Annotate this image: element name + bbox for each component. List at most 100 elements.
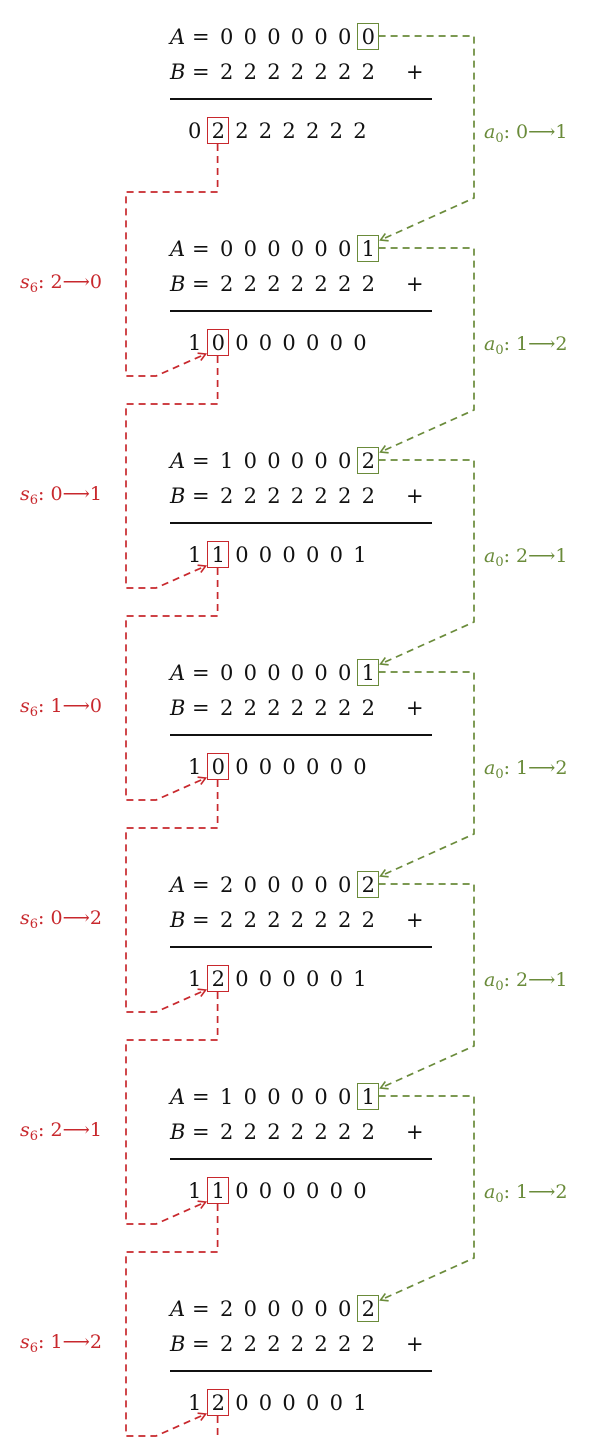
operand-a-digit: 0	[314, 449, 328, 473]
operand-b-digit: 2	[267, 696, 281, 720]
sum-digit: 0	[258, 755, 273, 779]
operand-a-digit: 0	[290, 449, 305, 473]
sum-digit: 0	[329, 1179, 343, 1203]
a0-transition-label-symbol: a	[484, 969, 496, 991]
operand-a-digit: 0	[267, 1297, 281, 1321]
equals-sign: =	[192, 25, 210, 49]
operand-b-digit: 2	[361, 484, 375, 508]
sum-digit: 0	[329, 967, 343, 991]
a0-transition-label: a0: 2⟶1	[484, 544, 567, 575]
highlight-s6-box	[206, 1177, 229, 1204]
operand-a-digit: 2	[361, 1297, 375, 1321]
equals-sign: =	[192, 661, 210, 685]
highlight-s6-box	[206, 329, 229, 356]
sum-digit: 2	[258, 119, 273, 143]
operand-a-digit: 0	[243, 873, 257, 897]
operand-a-digit: 0	[314, 1297, 328, 1321]
a0-transition-label: a0: 2⟶1	[484, 968, 567, 999]
operand-b-digit: 2	[220, 1332, 234, 1356]
operand-b-digit: 2	[314, 60, 328, 84]
operand-a-symbol: A	[170, 661, 186, 685]
operand-b-digit: 2	[267, 60, 281, 84]
highlight-a0-box	[356, 23, 379, 50]
operand-b-digit: 2	[243, 272, 257, 296]
a0-transition-label-text: : 2⟶1	[503, 969, 568, 991]
operand-b-symbol: B	[170, 484, 186, 508]
equals-sign: =	[192, 272, 210, 296]
operand-b-digit: 2	[243, 60, 257, 84]
sum-digit: 1	[188, 331, 202, 355]
operand-a-digit: 0	[267, 449, 281, 473]
sum-digit: 2	[306, 119, 320, 143]
sum-digit: 2	[211, 1391, 225, 1415]
highlight-s6-box	[206, 753, 229, 780]
operand-a-digit: 0	[220, 237, 234, 261]
a0-transition-label-symbol: a	[484, 1181, 496, 1203]
operand-a-digit: 0	[243, 237, 257, 261]
sum-digit: 0	[235, 1391, 249, 1415]
operand-b-digit: 2	[220, 484, 234, 508]
plus-sign: +	[406, 272, 424, 296]
a0-transition-label-symbol: a	[484, 121, 496, 143]
operand-a-digit: 0	[290, 1297, 305, 1321]
operand-a-symbol: A	[170, 449, 186, 473]
operand-a-symbol: A	[170, 1085, 186, 1109]
operand-a-digit: 2	[361, 449, 375, 473]
s6-transition-connector	[125, 1204, 219, 1437]
operand-a-digit: 1	[361, 1085, 375, 1109]
sum-digit: 0	[306, 967, 320, 991]
operand-b-digit: 2	[338, 908, 352, 932]
sum-digit: 2	[329, 119, 343, 143]
equals-sign: =	[192, 696, 210, 720]
operand-a-digit: 0	[338, 25, 352, 49]
plus-sign: +	[406, 1332, 424, 1356]
s6-transition-label: s6: 2⟶1	[20, 1118, 102, 1149]
s6-transition-label: s6: 1⟶2	[20, 1330, 102, 1361]
operand-b-digit: 2	[314, 1120, 328, 1144]
operand-a-digit: 2	[220, 873, 234, 897]
operand-b-digit: 2	[220, 1120, 234, 1144]
operand-b-digit: 2	[243, 908, 257, 932]
sum-digit: 1	[211, 1179, 225, 1203]
operand-b-digit: 2	[243, 696, 257, 720]
plus-sign: +	[406, 60, 424, 84]
operand-a-digit: 0	[338, 1297, 352, 1321]
operand-b-digit: 2	[267, 908, 281, 932]
operand-b-digit: 2	[290, 272, 305, 296]
operand-b-digit: 2	[314, 272, 328, 296]
operand-b-digit: 2	[338, 60, 352, 84]
sum-digit: 0	[258, 1179, 273, 1203]
operand-b-digit: 2	[361, 908, 375, 932]
sum-digit: 0	[353, 331, 367, 355]
highlight-s6-box	[206, 1389, 229, 1416]
a0-transition-label-index: 0	[495, 343, 504, 358]
operand-b-digit: 2	[338, 1332, 352, 1356]
sum-digit: 0	[329, 331, 343, 355]
s6-transition-label-text: : 0⟶1	[38, 483, 102, 505]
s6-transition-label-index: 6	[29, 917, 39, 932]
equals-sign: =	[192, 1120, 210, 1144]
highlight-a0-box	[356, 1083, 379, 1110]
sum-digit: 1	[211, 543, 225, 567]
sum-digit: 2	[353, 119, 367, 143]
a0-transition-label: a0: 1⟶2	[484, 756, 567, 787]
s6-transition-label-symbol: s	[20, 1119, 30, 1141]
operand-a-digit: 0	[314, 873, 328, 897]
sum-digit: 0	[211, 331, 225, 355]
sum-rule	[170, 98, 432, 100]
operand-a-digit: 0	[290, 1085, 305, 1109]
